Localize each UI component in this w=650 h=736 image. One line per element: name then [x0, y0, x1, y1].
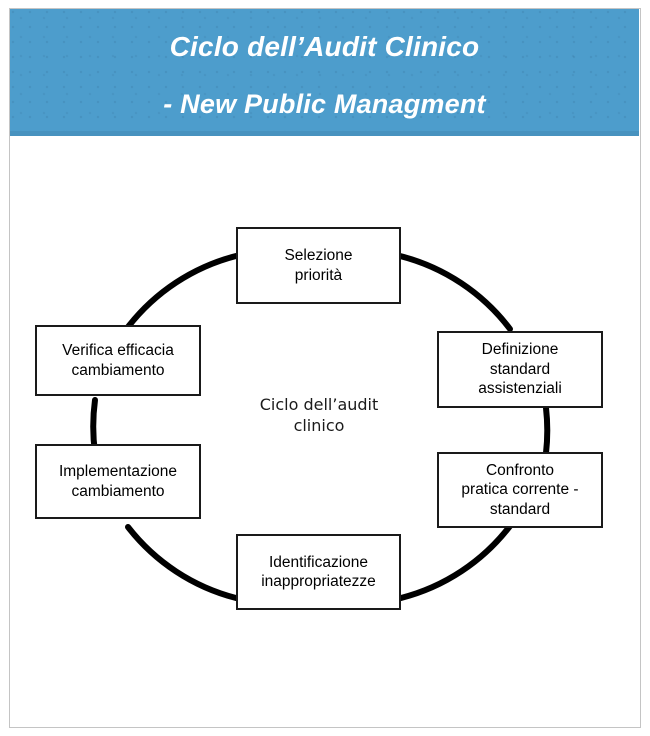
cycle-node-line1: Selezione — [284, 247, 353, 265]
cycle-node-line2: standard — [489, 360, 551, 378]
cycle-node-text: Selezione priorità — [284, 246, 352, 285]
cycle-node-line2: cambiamento — [71, 482, 165, 500]
cycle-node-text: Definizione standard assistenziali — [478, 340, 562, 398]
cycle-center-line2: clinico — [293, 415, 345, 435]
cycle-node-line3: standard — [489, 500, 551, 518]
cycle-center-line1: Ciclo dell’audit — [259, 395, 379, 414]
arc-confronto-to-identificazione — [398, 523, 513, 601]
audit-cycle-diagram: Selezione priorità Definizione standard … — [10, 137, 639, 727]
cycle-node-text: Implementazione cambiamento — [59, 462, 177, 501]
cycle-node-line1: Identificazione — [268, 553, 369, 571]
cycle-node-selezione-priorita[interactable]: Selezione priorità — [236, 227, 401, 304]
cycle-node-line1: Verifica efficacia — [62, 342, 174, 360]
arc-definizione-to-confronto — [543, 405, 551, 456]
cycle-node-line2: priorità — [294, 266, 343, 284]
cycle-node-line1: Confronto — [485, 461, 555, 479]
cycle-node-line2: inappropriatezze — [261, 573, 376, 590]
cycle-node-line1: Implementazione — [58, 463, 178, 481]
cycle-node-confronto-pratica[interactable]: Confronto pratica corrente - standard — [437, 452, 603, 528]
cycle-node-implementazione-cambiamento[interactable]: Implementazione cambiamento — [35, 444, 201, 519]
cycle-node-verifica-efficacia[interactable]: Verifica efficacia cambiamento — [35, 325, 201, 396]
cycle-node-text: Verifica efficacia cambiamento — [62, 341, 174, 380]
cycle-node-line2: cambiamento — [71, 361, 165, 379]
cycle-node-definizione-standard[interactable]: Definizione standard assistenziali — [437, 331, 603, 408]
cycle-node-text: Identificazione inappropriatezze — [261, 553, 376, 592]
cycle-node-text: Confronto pratica corrente - standard — [461, 461, 578, 519]
arc-verifica-to-selezione — [125, 253, 239, 330]
cycle-center-label: Ciclo dell’audit clinico — [204, 395, 434, 437]
page-title: Ciclo dell’Audit Clinico — [169, 31, 480, 62]
cycle-node-identificazione-inappropriatezze[interactable]: Identificazione inappropriatezze — [236, 534, 401, 610]
page-subtitle: - New Public Managment — [163, 89, 486, 119]
arc-selezione-to-definizione — [397, 253, 513, 332]
arc-identificazione-to-implementazione — [125, 524, 239, 601]
cycle-node-line2: pratica corrente - — [461, 481, 579, 499]
cycle-node-line3: assistenziali — [478, 380, 562, 398]
header-band: Ciclo dell’Audit Clinico - New Public Ma… — [10, 9, 639, 136]
cycle-node-line1: Definizione — [481, 341, 559, 359]
